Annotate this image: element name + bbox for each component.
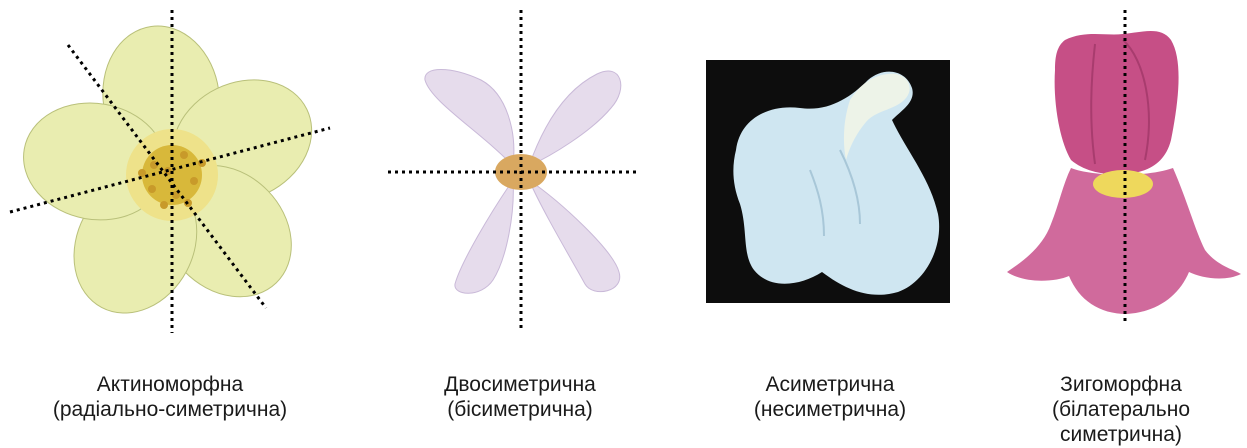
bisymmetric-figure: Двосиметрична (бісиметрична) [370,0,660,448]
caption-title: Актиноморфна [0,372,340,397]
caption-subtitle: (несиметрична) [700,397,960,422]
caption-subtitle: (радіально-симетрична) [0,397,340,422]
caption-subtitle-continued: симетрична) [995,422,1247,447]
actinomorphic-caption: Актиноморфна (радіально-симетрична) [0,372,340,422]
caption-subtitle: (бісиметрична) [370,397,670,422]
caption-title: Зигоморфна [995,372,1247,397]
caption-subtitle: (білатерально [995,397,1247,422]
bisymmetric-caption: Двосиметрична (бісиметрична) [370,372,670,422]
zygomorphic-caption: Зигоморфна (білатерально симетрична) [995,372,1247,447]
actinomorphic-figure: Актиноморфна (радіально-симетрична) [0,0,340,448]
caption-title: Асиметрична [700,372,960,397]
asymmetric-figure: Асиметрична (несиметрична) [700,0,960,448]
zygomorphic-figure: Зигоморфна (білатерально симетрична) [995,0,1247,448]
asymmetric-caption: Асиметрична (несиметрична) [700,372,960,422]
caption-title: Двосиметрична [370,372,670,397]
